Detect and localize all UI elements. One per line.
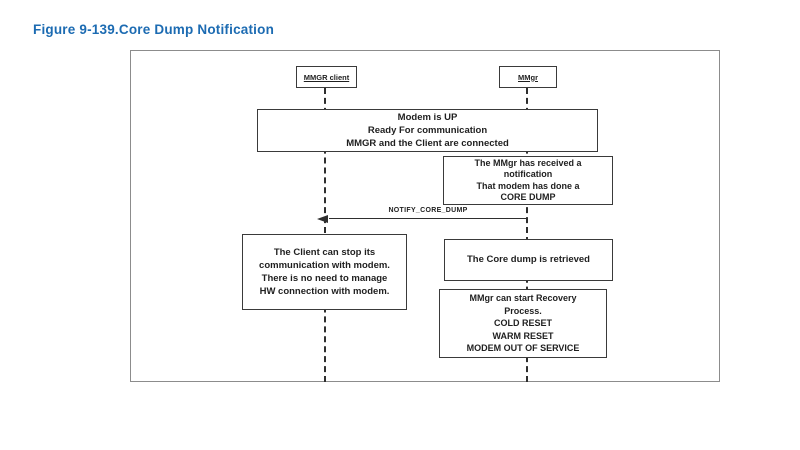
note-line: There is no need to manage xyxy=(261,273,388,284)
note-line: CORE DUMP xyxy=(500,192,556,202)
note-line: WARM RESET xyxy=(492,330,554,341)
actor-mmgr-client: MMGR client xyxy=(296,66,357,88)
note-line: That modem has done a xyxy=(476,180,580,191)
message-label: NOTIFY_CORE_DUMP xyxy=(388,207,468,214)
note-line: Process. xyxy=(504,305,542,316)
lifeline-mmgr xyxy=(526,88,528,382)
figure-caption: Figure 9-139.Core Dump Notification xyxy=(33,22,275,37)
actor-mmgr: MMgr xyxy=(499,66,557,88)
note-line: MMGR and the Client are connected xyxy=(346,138,509,149)
note-line: Ready For communication xyxy=(367,125,488,136)
diagram-frame xyxy=(130,50,720,382)
note-line: The Client can stop its xyxy=(273,247,376,258)
note-line: COLD RESET xyxy=(493,318,552,329)
note-recovery-process: MMgr can start Recovery Process. COLD RE… xyxy=(439,289,607,358)
note-client-stop: The Client can stop its communication wi… xyxy=(242,234,407,310)
note-line: The Core dump is retrieved xyxy=(466,254,590,265)
note-mmgr-notification: The MMgr has received a notification Tha… xyxy=(443,156,613,205)
note-line: communication with modem. xyxy=(259,260,390,271)
arrowhead-left-icon xyxy=(317,214,328,223)
note-line: MMgr can start Recovery xyxy=(469,293,577,304)
message-line xyxy=(329,218,526,219)
note-line: The MMgr has received a xyxy=(474,157,582,168)
actor-mmgr-label: MMgr xyxy=(518,72,538,82)
note-line: Modem is UP xyxy=(397,112,458,123)
note-line: HW connection with modem. xyxy=(259,286,390,297)
actor-mmgr-client-label: MMGR client xyxy=(303,72,350,82)
note-line: MODEM OUT OF SERVICE xyxy=(466,343,580,354)
note-core-dump-retrieved: The Core dump is retrieved xyxy=(444,239,613,281)
note-modem-up: Modem is UP Ready For communication MMGR… xyxy=(257,109,598,152)
note-line: notification xyxy=(503,169,553,179)
